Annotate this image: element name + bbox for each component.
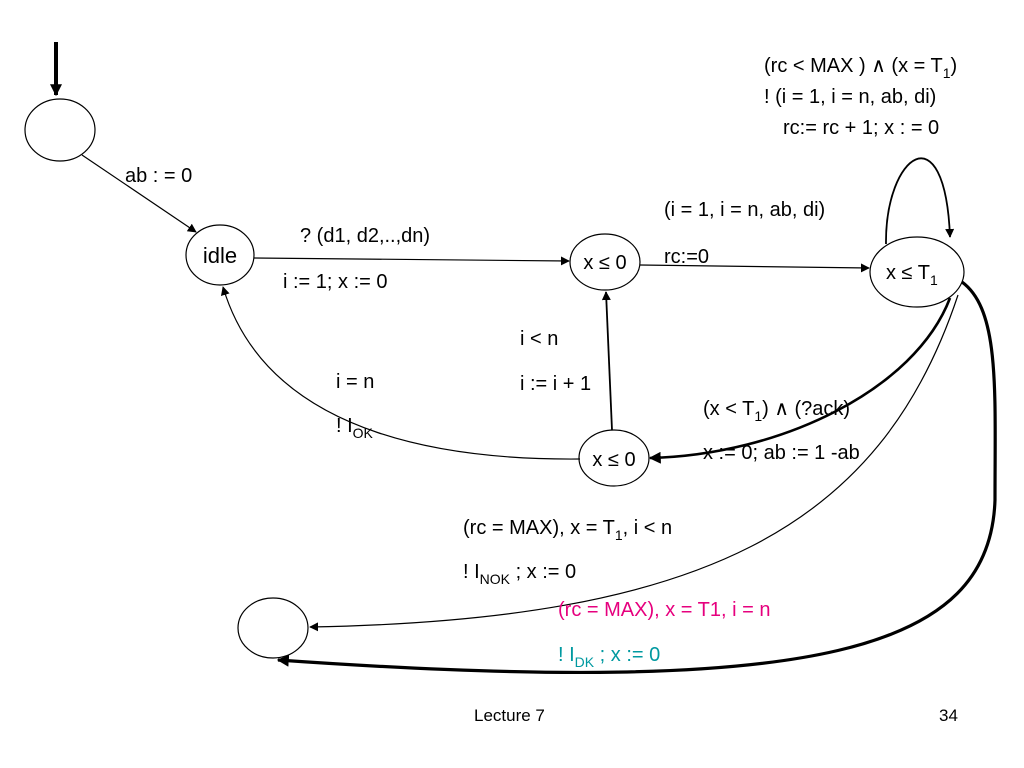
ack-update: x := 0; ab := 1 -ab <box>703 442 860 464</box>
send-ack-action: (i = 1, i = n, ab, di) <box>664 199 825 221</box>
loop-update: rc:= rc + 1; x : = 0 <box>783 117 939 139</box>
edge-init <box>81 154 197 233</box>
nok-guard: (rc = MAX), x = T1, i < n <box>463 517 672 543</box>
edge-send-ack <box>639 263 870 273</box>
edge-next-send <box>601 291 613 431</box>
next-guard: i < n <box>520 328 558 350</box>
footer-lecture: Lecture 7 <box>474 706 545 725</box>
send-state-label: x ≤ 0 <box>583 252 626 274</box>
dk-action: ! IDK ; x := 0 <box>558 644 660 670</box>
idle-label: idle <box>203 243 237 268</box>
final-state <box>237 597 309 659</box>
init-label: ab : = 0 <box>125 165 192 187</box>
next-state-label: x ≤ 0 <box>592 449 635 471</box>
idle-send-update: i := 1; x := 0 <box>283 271 388 293</box>
start-state <box>24 98 96 162</box>
footer-page-number: 34 <box>939 706 958 725</box>
edge-idle-send <box>253 256 570 266</box>
loop-guard: (rc < MAX ) ∧ (x = T1) <box>764 55 957 81</box>
loop-action: ! (i = 1, i = n, ab, di) <box>764 86 936 108</box>
edge-dk <box>276 280 997 674</box>
done-guard: i = n <box>336 371 374 393</box>
wait-ack-state <box>869 236 965 308</box>
send-state <box>569 233 641 291</box>
dk-guard: (rc = MAX), x = T1, i = n <box>558 599 770 621</box>
wait-ack-label: x ≤ T1 <box>886 262 938 288</box>
nok-action: ! INOK ; x := 0 <box>463 561 576 587</box>
done-action: ! IOK <box>336 415 374 441</box>
ack-guard: (x < T1) ∧ (?ack) <box>703 398 850 424</box>
idle-state <box>185 224 255 286</box>
edge-self-loop <box>885 157 955 245</box>
edge-next-idle <box>221 286 581 460</box>
edge-ack-next <box>648 297 952 464</box>
send-ack-update: rc:=0 <box>664 246 709 268</box>
next-update: i := i + 1 <box>520 373 591 395</box>
idle-send-guard: ? (d1, d2,..,dn) <box>300 225 430 247</box>
edge-nok <box>309 294 959 632</box>
